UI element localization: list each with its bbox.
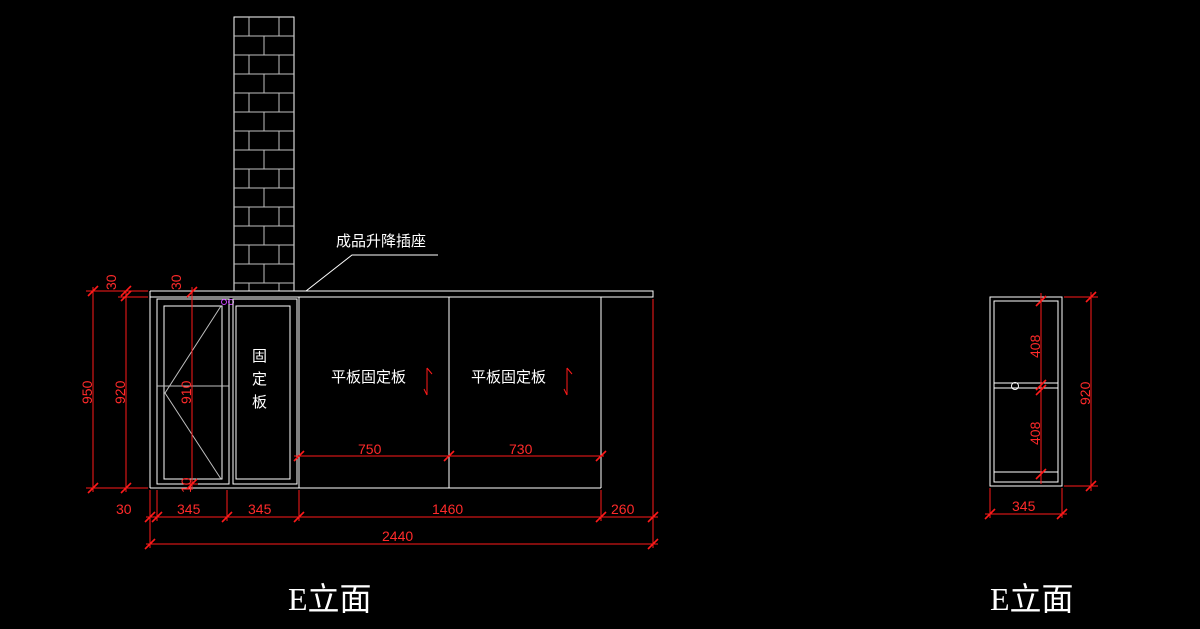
socket-callout: 成品升降插座 <box>305 233 438 292</box>
dim-door-10: 10 <box>178 477 194 493</box>
dim-side-408-lower: 408 <box>1027 421 1043 445</box>
lift-arrow-icon <box>563 367 573 396</box>
side-elevation: 408 408 920 345 <box>984 291 1098 520</box>
lift-arrow-icon <box>423 367 433 396</box>
dim-inner-730: 730 <box>509 441 533 457</box>
dim-bottom-345-b: 345 <box>248 501 272 517</box>
dim-side-345: 345 <box>1012 498 1036 514</box>
socket-callout-label: 成品升降插座 <box>336 233 426 250</box>
shelf-pin-icon <box>1011 382 1019 390</box>
dim-side-408-upper: 408 <box>1027 334 1043 358</box>
dim-inner-750: 750 <box>358 441 382 457</box>
main-dimensions: 950 920 30 30 910 10 750 730 <box>79 274 659 550</box>
dim-bottom-30: 30 <box>116 501 132 517</box>
fixed-panel-char-1: 固 <box>252 348 267 365</box>
dim-bottom-1460: 1460 <box>432 501 463 517</box>
dim-height-920: 920 <box>112 380 128 404</box>
dim-height-950: 950 <box>79 380 95 404</box>
side-elevation-title: E立面 <box>990 581 1074 617</box>
dim-top-30-door: 30 <box>168 274 184 290</box>
main-elevation-title: E立面 <box>288 581 372 617</box>
brick-chimney <box>233 16 295 292</box>
flat-panel-label-1: 平板固定板 <box>331 368 406 386</box>
dim-door-910: 910 <box>178 380 194 404</box>
fixed-panel-char-2: 定 <box>252 371 267 388</box>
fixed-panel: 固 定 板 <box>232 298 298 485</box>
dim-bottom-345-a: 345 <box>177 501 201 517</box>
door-panel <box>156 298 234 485</box>
dim-top-30-left: 30 <box>103 274 119 290</box>
fixed-panel-char-3: 板 <box>252 393 267 411</box>
flat-panel-label-2: 平板固定板 <box>471 368 546 386</box>
cabinet-body <box>149 290 654 489</box>
dim-bottom-260: 260 <box>611 501 635 517</box>
door-handle-icon <box>221 299 234 305</box>
dim-side-920: 920 <box>1077 381 1093 405</box>
dim-total-2440: 2440 <box>382 528 413 544</box>
